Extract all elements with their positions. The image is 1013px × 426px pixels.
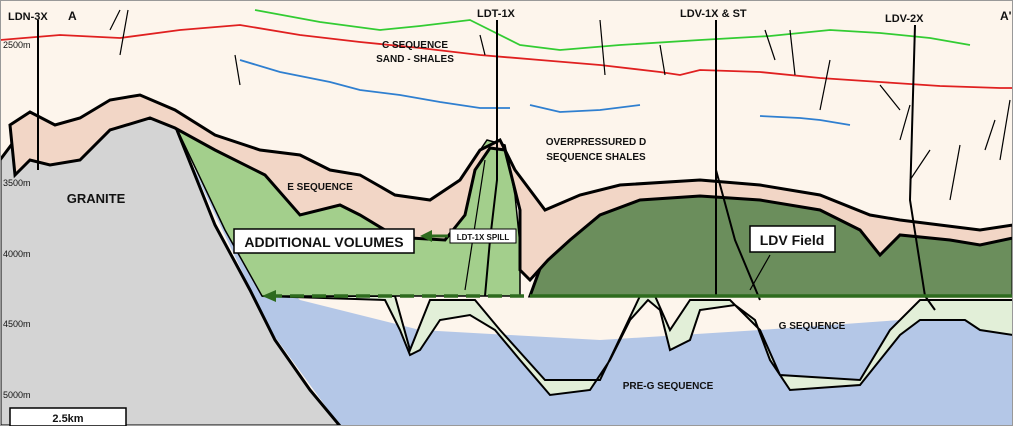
red-horizon — [0, 24, 1013, 89]
g-sequence-layer — [261, 295, 1013, 397]
depth-label-3500: 3500m — [3, 178, 31, 188]
scale-bar-box — [9, 407, 127, 426]
section-letter-left: A — [68, 9, 77, 23]
depth-label-5000: 5000m — [3, 390, 31, 400]
d-sequence-label-2: SEQUENCE SHALES — [546, 152, 646, 163]
depth-label-2500: 2500m — [3, 40, 31, 50]
well-label-ldt-1x: LDT-1X — [477, 8, 516, 20]
owc-arrow-head — [262, 290, 276, 302]
fault-lines — [109, 9, 1011, 291]
e-sequence-label: E SEQUENCE — [287, 182, 353, 193]
scale-bar-label: 2.5km — [52, 413, 83, 425]
ldv-field-label: LDV Field — [760, 232, 825, 248]
depth-label-4000: 4000m — [3, 249, 31, 259]
d-sequence-label-1: OVERPRESSURED D — [546, 137, 647, 148]
green-horizon — [254, 9, 971, 51]
well-label-ldn-3x: LDN-3X — [8, 11, 48, 23]
depth-label-4500: 4500m — [3, 319, 31, 329]
g-sequence-label: G SEQUENCE — [779, 321, 846, 332]
pre-g-sequence-label: PRE-G SEQUENCE — [623, 381, 714, 392]
additional-volumes-box — [233, 228, 415, 254]
pre-g-sequence-layer — [170, 120, 1013, 426]
well-lines — [37, 20, 936, 311]
spill-arrow-head — [420, 230, 432, 242]
c-sequence-label-1: C SEQUENCE — [382, 40, 448, 51]
blue-horizon — [239, 59, 851, 126]
ldv-field-box — [749, 225, 836, 253]
e-sequence-layer — [8, 93, 1013, 283]
section-letter-right: A' — [1000, 9, 1012, 23]
spill-label: LDT-1X SPILL — [457, 233, 510, 242]
well-label-ldv-2x: LDV-2X — [885, 13, 924, 25]
c-sequence-label-2: SAND - SHALES — [376, 54, 454, 65]
spill-box — [449, 228, 517, 244]
additional-volumes-label: ADDITIONAL VOLUMES — [244, 234, 403, 250]
granite-label: GRANITE — [67, 191, 126, 206]
well-label-ldv-1x: LDV-1X & ST — [680, 8, 747, 20]
